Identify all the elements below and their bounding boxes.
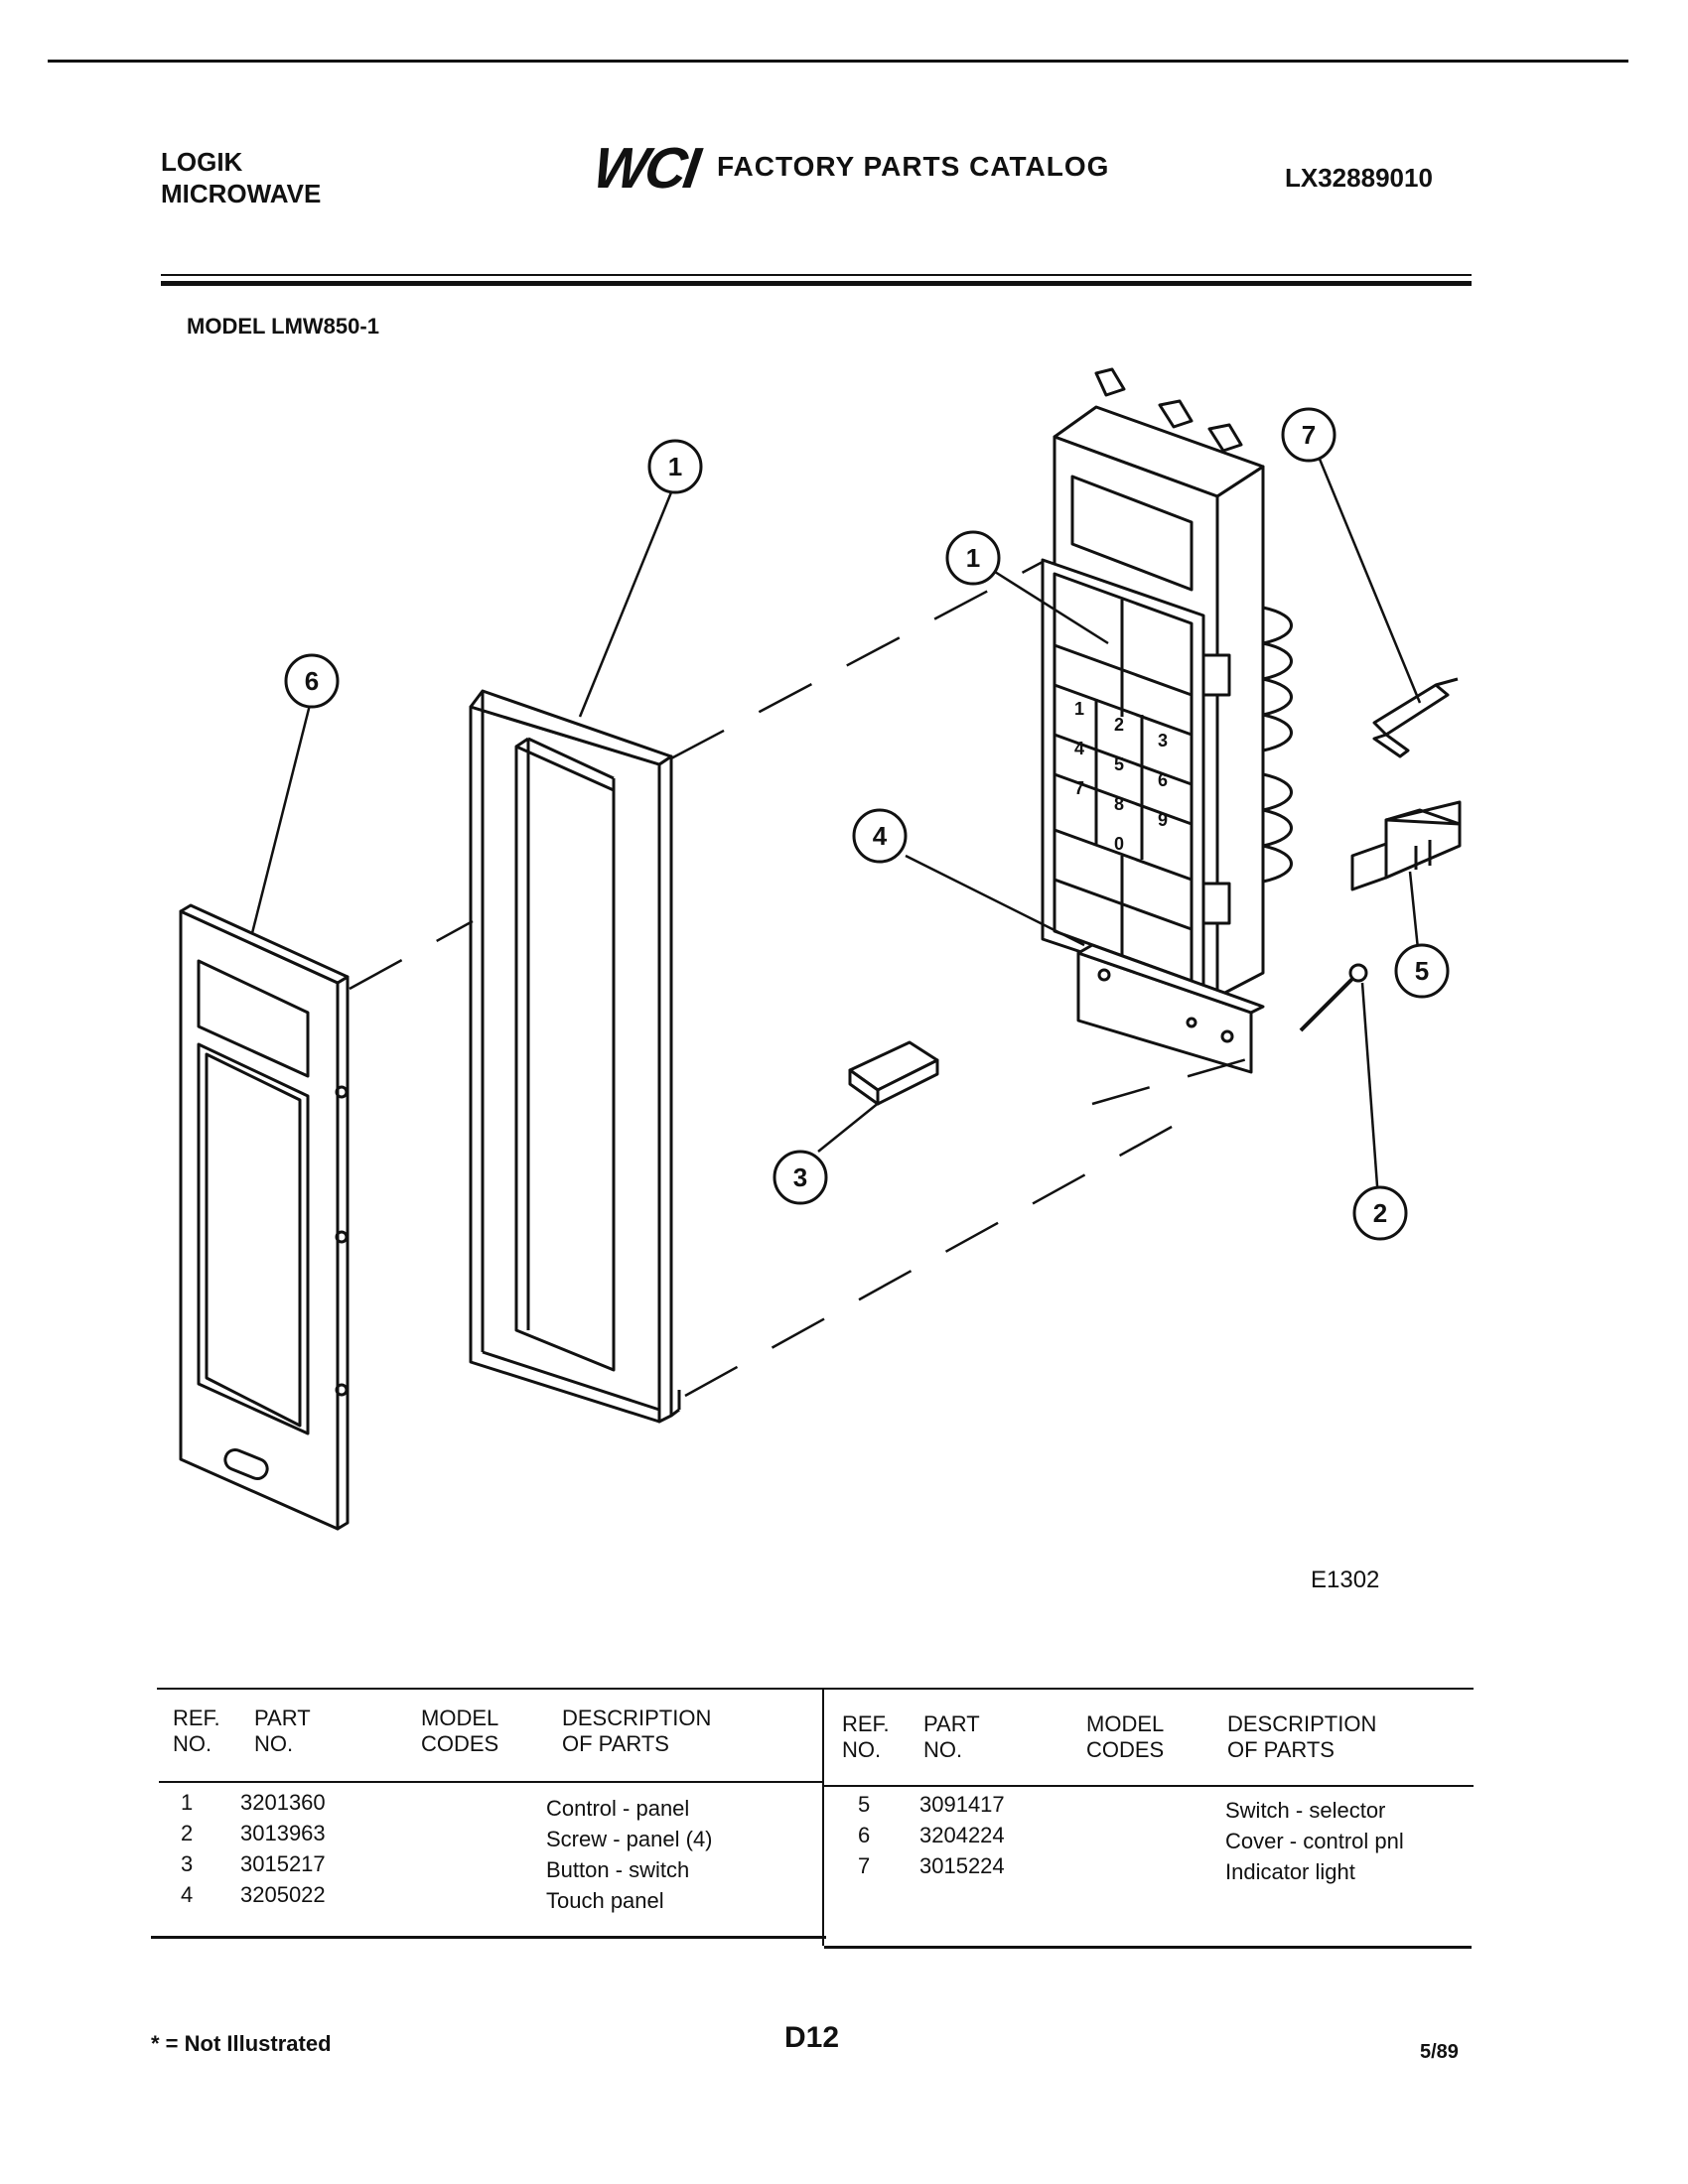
callout-circle bbox=[284, 653, 340, 709]
callout-circle bbox=[1394, 943, 1450, 999]
indicator-light-part bbox=[1372, 677, 1459, 758]
figure-id: E1302 bbox=[1311, 1567, 1380, 1593]
header-ref-right: REF.NO. bbox=[842, 1711, 890, 1762]
table-header-rule-right bbox=[824, 1785, 1474, 1787]
keypad-digit: 8 bbox=[1114, 794, 1124, 814]
brand-line-1: LOGIK bbox=[161, 147, 243, 177]
screw-part bbox=[1299, 963, 1368, 1032]
catalog-title: FACTORY PARTS CATALOG bbox=[717, 151, 1110, 182]
control-assembly-part bbox=[1041, 367, 1293, 1074]
table-bottom-rule-right bbox=[824, 1946, 1472, 1949]
not-illustrated-note: * = Not Illustrated bbox=[151, 2031, 332, 2056]
keypad-digit: 6 bbox=[1158, 770, 1168, 790]
callout-number: 1 bbox=[668, 452, 682, 481]
catalog-number: LX32889010 bbox=[1285, 163, 1433, 193]
table-top-rule bbox=[157, 1688, 1474, 1690]
exploded-parts-diagram: 1 2 3 4 5 6 7 8 9 0 1 bbox=[179, 367, 1462, 1531]
callout-circle bbox=[1352, 1185, 1408, 1241]
control-panel-frame-part bbox=[469, 689, 681, 1424]
callout-circle bbox=[647, 439, 703, 494]
table-bottom-rule bbox=[151, 1936, 826, 1939]
button-switch-part bbox=[848, 1040, 939, 1106]
brand-line-2: MICROWAVE bbox=[161, 179, 322, 208]
callout-circle bbox=[1281, 407, 1336, 463]
keypad-digit: 9 bbox=[1158, 810, 1168, 830]
callout-number: 5 bbox=[1415, 956, 1429, 986]
catalog-date: 5/89 bbox=[1420, 2041, 1459, 2063]
table-divider bbox=[822, 1690, 824, 1946]
header-rule-thin bbox=[161, 274, 1472, 276]
callout-number: 2 bbox=[1373, 1198, 1387, 1228]
table-header-rule bbox=[159, 1781, 822, 1783]
header-ref: REF.NO. bbox=[173, 1706, 220, 1756]
keypad-digit: 7 bbox=[1074, 778, 1084, 798]
callout-number: 4 bbox=[873, 821, 888, 851]
keypad-digit: 3 bbox=[1158, 731, 1168, 751]
callout-number: 3 bbox=[793, 1162, 807, 1192]
callout-circle bbox=[852, 808, 908, 864]
callout-number: 1 bbox=[966, 543, 980, 573]
callout-circle bbox=[773, 1150, 828, 1205]
model-label: MODEL LMW850-1 bbox=[187, 314, 379, 339]
cover-panel-part bbox=[179, 903, 350, 1531]
callout-number: 6 bbox=[305, 666, 319, 696]
header-rule-thick bbox=[161, 281, 1472, 286]
keypad-digit: 1 bbox=[1074, 699, 1084, 719]
keypad-digit: 0 bbox=[1114, 834, 1124, 854]
selector-switch-part bbox=[1350, 800, 1462, 891]
keypad-digit: 4 bbox=[1074, 739, 1084, 758]
keypad-digit: 5 bbox=[1114, 754, 1124, 774]
page-number: D12 bbox=[784, 2021, 840, 2054]
callout-circle bbox=[945, 530, 1001, 586]
top-rule bbox=[48, 60, 1628, 63]
keypad-digit: 2 bbox=[1114, 715, 1124, 735]
callout-number: 7 bbox=[1302, 420, 1316, 450]
